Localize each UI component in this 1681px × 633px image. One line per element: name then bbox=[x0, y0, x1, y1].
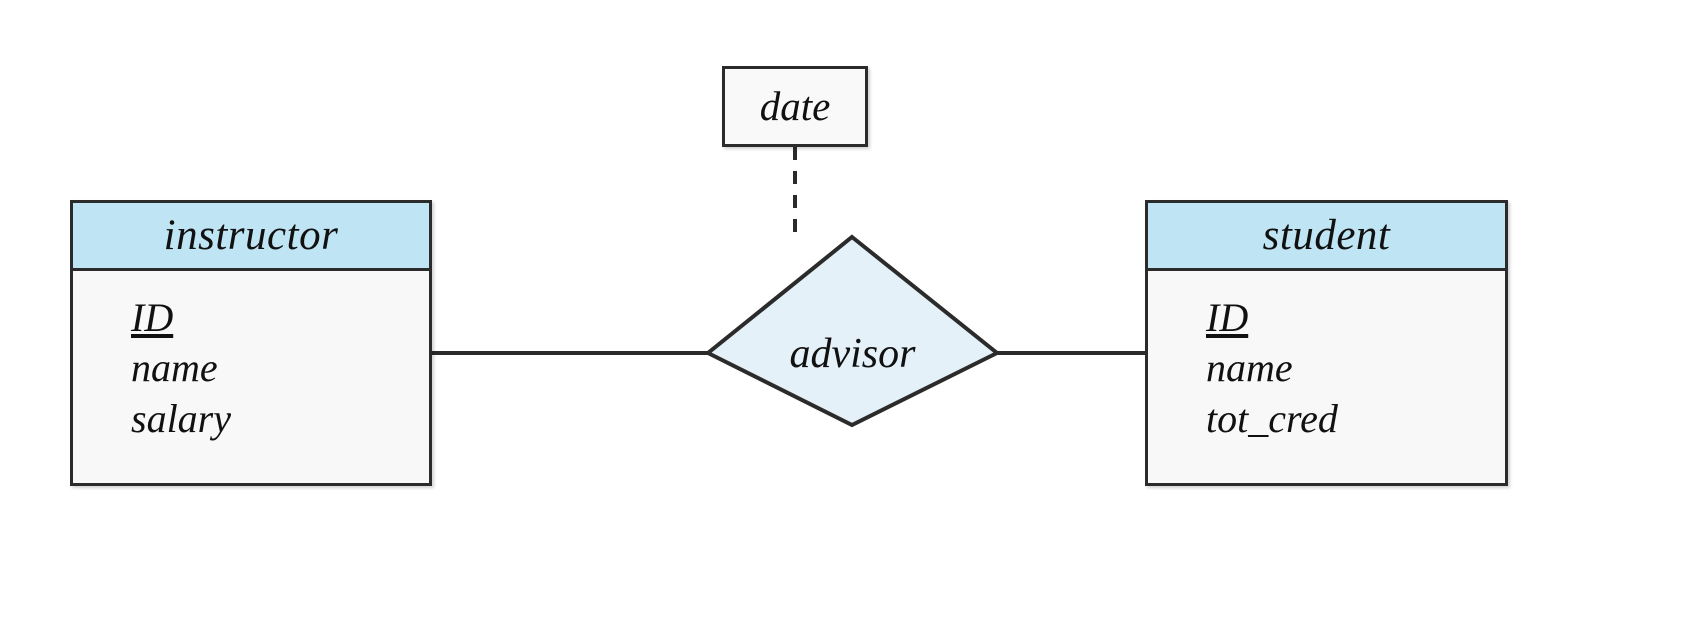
entity-instructor[interactable]: instructor ID name salary bbox=[70, 200, 432, 486]
relationship-advisor-label: advisor bbox=[789, 331, 916, 377]
attribute-box-date[interactable]: date bbox=[722, 66, 868, 147]
advisor-diamond-shape[interactable] bbox=[704, 234, 1001, 428]
entity-student-attribute-id: ID bbox=[1206, 295, 1249, 340]
attribute-box-date-label: date bbox=[759, 83, 831, 129]
entity-instructor-title: instructor bbox=[163, 212, 339, 259]
entity-student-attributes: ID name tot_cred bbox=[1148, 271, 1505, 444]
entity-instructor-attribute-id: ID bbox=[131, 295, 174, 340]
entity-student-title: student bbox=[1262, 212, 1391, 259]
entity-instructor-attribute-name: name bbox=[131, 345, 218, 391]
entity-instructor-attribute-salary: salary bbox=[131, 395, 231, 441]
entity-student-attribute-name: name bbox=[1206, 345, 1293, 391]
entity-student-header: student bbox=[1148, 203, 1505, 271]
entity-student[interactable]: student ID name tot_cred bbox=[1145, 200, 1508, 486]
entity-instructor-header: instructor bbox=[73, 203, 429, 271]
entity-instructor-attributes: ID name salary bbox=[73, 271, 429, 444]
entity-student-attribute-tot-cred: tot_cred bbox=[1206, 395, 1338, 441]
